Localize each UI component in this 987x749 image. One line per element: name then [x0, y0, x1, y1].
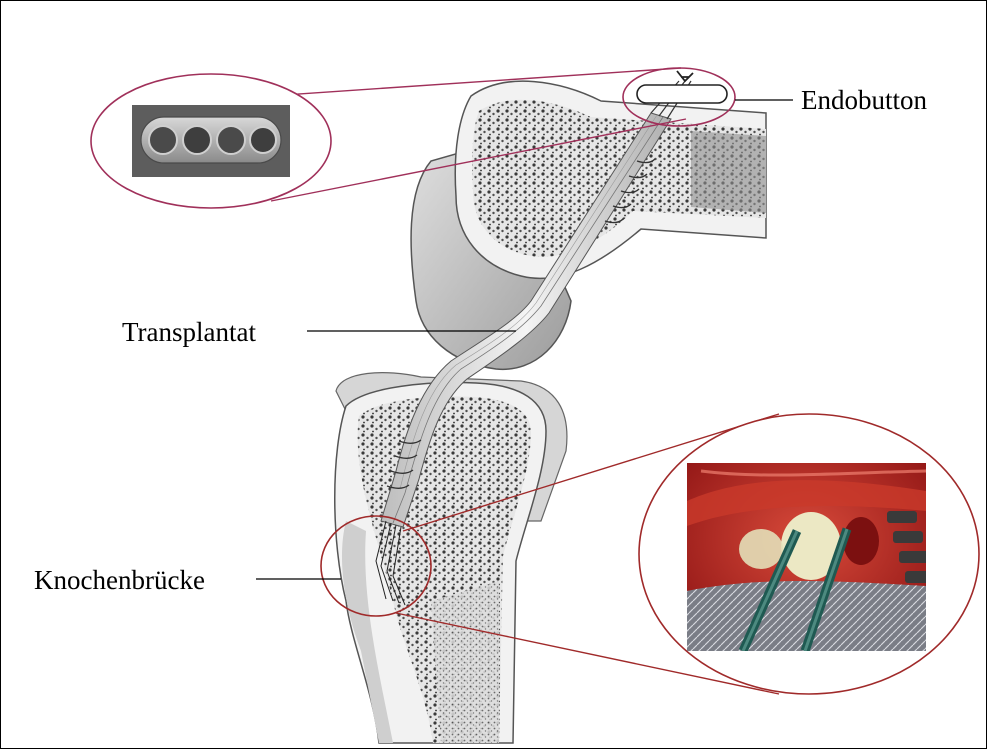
tibia: [335, 373, 567, 743]
endobutton-photo: [132, 105, 290, 177]
surgical-photo: [687, 463, 933, 651]
endobutton-label: Endobutton: [801, 85, 927, 115]
endobutton-device: [637, 71, 727, 103]
knochenbruecke-label: Knochenbrücke: [34, 565, 205, 595]
transplantat-label: Transplantat: [122, 317, 256, 347]
